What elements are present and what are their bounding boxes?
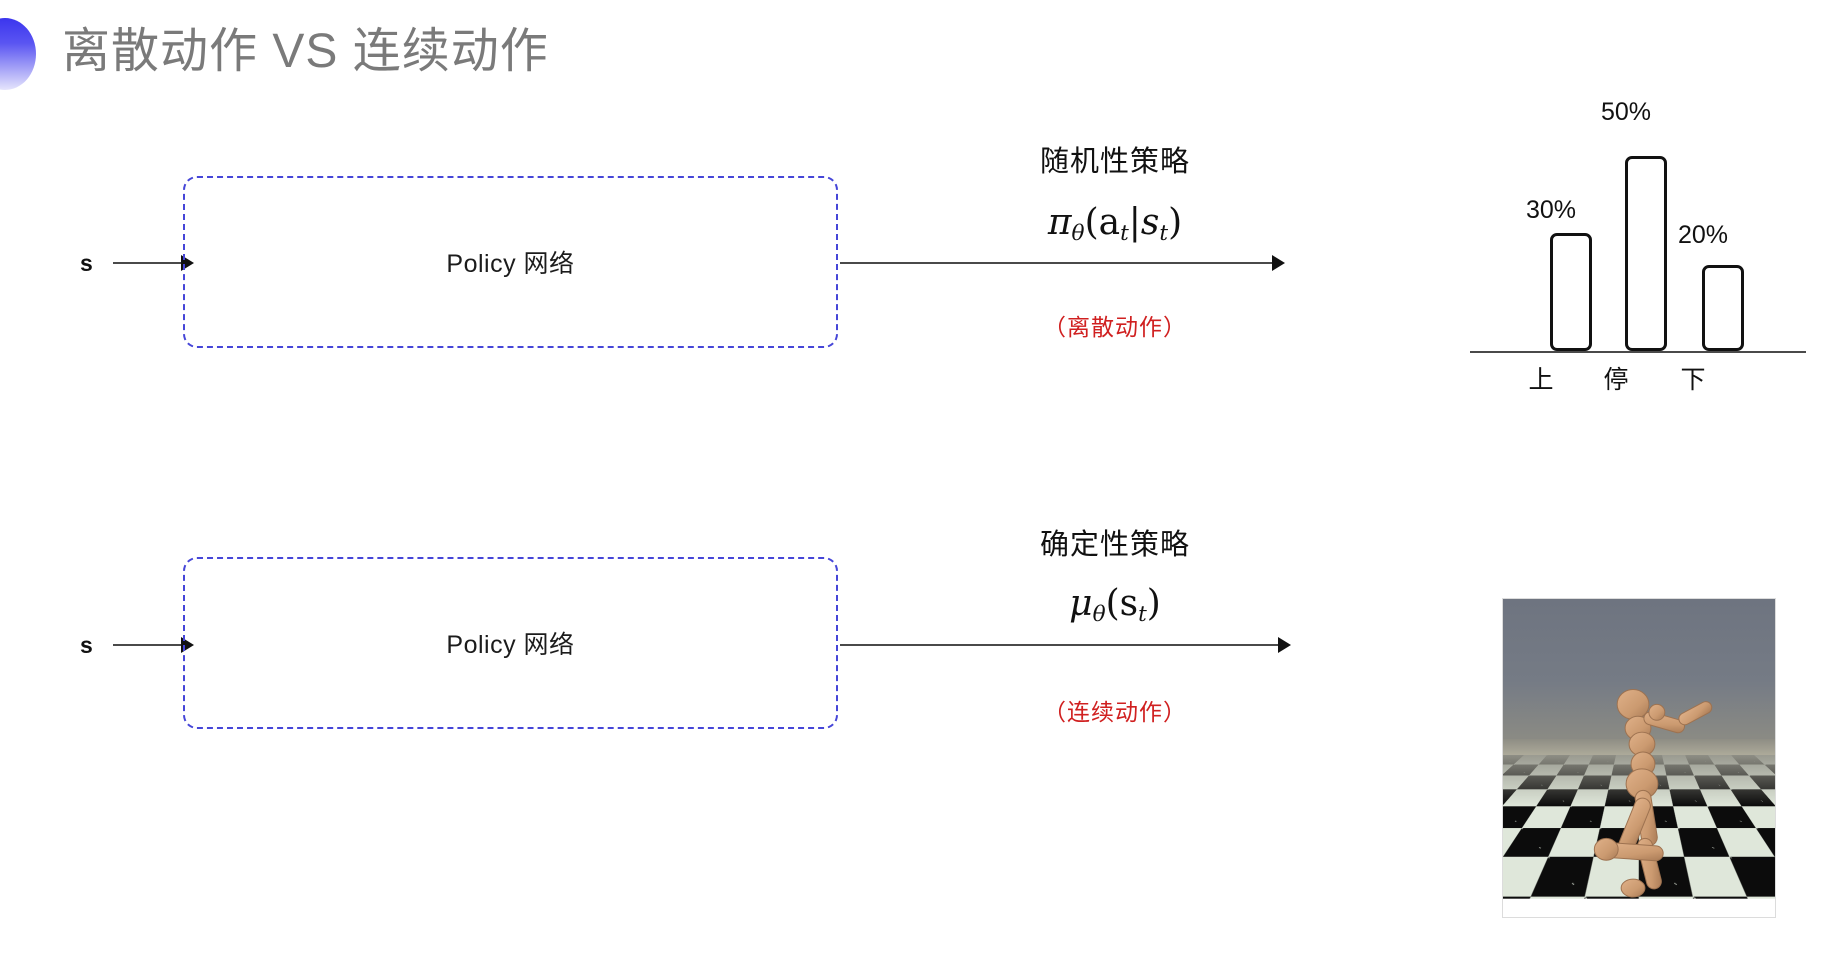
- row1-output-arrow: [840, 252, 1286, 274]
- bar-value-up: 30%: [1525, 196, 1577, 224]
- row1-formula-t2: t: [1159, 221, 1169, 247]
- row2-action-type-note: （连续动作）: [1043, 699, 1187, 725]
- row2-policy-formula: μθ(st): [965, 583, 1265, 627]
- page-title: 离散动作 VS 连续动作: [62, 25, 549, 78]
- row1-formula-open: (a: [1084, 202, 1121, 243]
- sim-humanoid-figure: [1593, 689, 1713, 898]
- chart-x-axis: [1470, 351, 1806, 353]
- bar-value-down: 20%: [1677, 221, 1729, 249]
- bar-down: [1702, 265, 1744, 351]
- bar-up: [1550, 233, 1592, 351]
- bar-category-up: 上: [1528, 366, 1554, 394]
- title-accent-decoration: [0, 18, 36, 90]
- row1-formula-t1: t: [1120, 221, 1129, 247]
- sim-bottom-band: [1503, 907, 1775, 917]
- row2-policy-network-label: Policy 网络: [446, 631, 575, 659]
- row1-formula-close: ): [1168, 202, 1183, 243]
- bar-value-stop: 50%: [1600, 98, 1652, 126]
- row1-state-input-label: s: [80, 250, 93, 276]
- row1-formula-theta: θ: [1071, 221, 1085, 247]
- row1-output-arrow-head: [1272, 255, 1285, 271]
- row2-formula-close: ): [1146, 583, 1161, 624]
- row2-input-arrow-shaft: [113, 644, 183, 646]
- row1-formula-mid: |s: [1128, 202, 1160, 243]
- row1-action-type-note: （离散动作）: [1043, 314, 1187, 340]
- bar-stop: [1625, 156, 1667, 351]
- row1-formula-pi: π: [1047, 202, 1072, 243]
- row1-policy-network-label: Policy 网络: [446, 250, 575, 278]
- discrete-action-bar-chart: [1470, 128, 1806, 353]
- row2-formula-theta: θ: [1092, 602, 1106, 628]
- row1-policy-network-box[interactable]: Policy 网络: [183, 176, 838, 348]
- row1-policy-formula: πθ(at|st): [965, 202, 1265, 246]
- row1-policy-caption: 随机性策略: [1039, 146, 1190, 178]
- mujoco-humanoid-simulation-image: [1502, 598, 1776, 918]
- bar-category-stop: 停: [1603, 366, 1629, 394]
- row2-state-input-label: s: [80, 632, 93, 658]
- row1-input-arrow-shaft: [113, 262, 183, 264]
- row2-formula-mu: μ: [1069, 583, 1093, 624]
- row2-formula-open: (s: [1105, 583, 1139, 624]
- row2-output-arrow-head: [1278, 637, 1291, 653]
- row2-formula-t1: t: [1138, 602, 1147, 628]
- row2-output-arrow-shaft: [840, 644, 1280, 646]
- row2-policy-network-box[interactable]: Policy 网络: [183, 557, 838, 729]
- row2-policy-caption: 确定性策略: [1039, 529, 1190, 561]
- row1-output-arrow-shaft: [840, 262, 1274, 264]
- bar-category-down: 下: [1680, 366, 1706, 394]
- row2-output-arrow: [840, 634, 1292, 656]
